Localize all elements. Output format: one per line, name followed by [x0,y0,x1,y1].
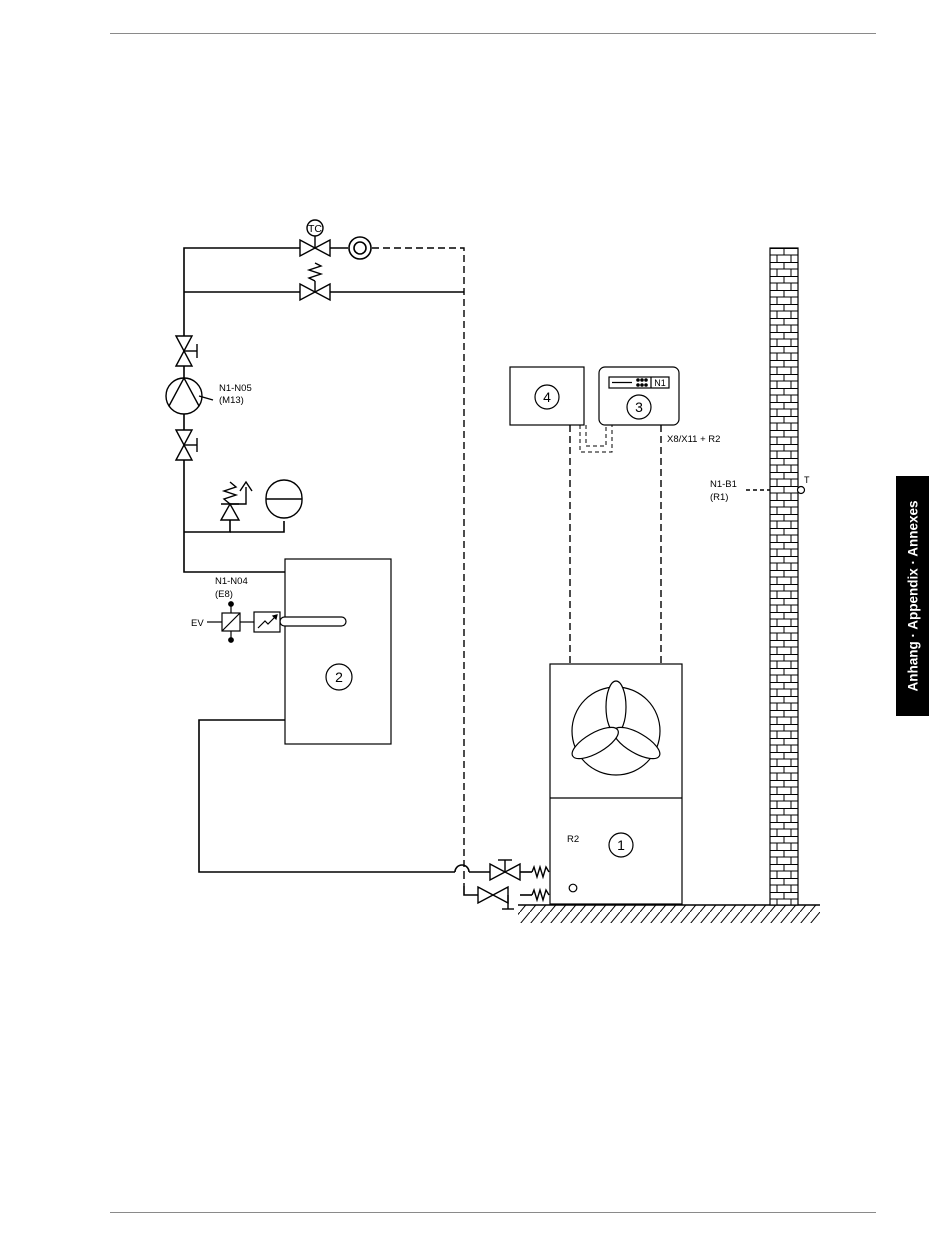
overflow-valve [300,263,330,300]
ev-label: EV [191,618,204,629]
tc-label: TC [308,223,322,235]
pump-sub: (M13) [219,395,244,406]
circulation-pump [166,378,213,414]
controller-display-label: N1 [654,378,666,388]
buffer-tank [280,559,391,744]
tank-number: 2 [335,669,343,685]
pump-valves [478,860,549,909]
cable-label: X8/X11 + R2 [667,434,720,445]
outdoor-sensor [798,487,805,494]
heater-sub: (E8) [215,589,233,600]
heater-relay [207,602,280,643]
sensor-id: N1-B1 [710,479,737,490]
shutoff-valve-upper [176,336,197,366]
flow-switch [349,237,371,259]
heater-id: N1-N04 [215,576,248,587]
brick-wall [770,248,798,905]
sensor-sub: (R1) [710,492,728,503]
safety-valve [221,482,252,520]
cables [580,425,612,452]
heat-pump-number: 1 [617,837,625,853]
controller-number: 3 [635,399,643,415]
r2-label: R2 [567,834,579,845]
heat-pump [550,664,682,904]
box-4-number: 4 [543,389,551,405]
ground [518,905,820,923]
shutoff-valve-lower [176,430,197,460]
sensor-t-label: T [804,475,810,485]
pump-id: N1-N05 [219,383,252,394]
controller [599,367,679,425]
expansion-vessel [266,480,302,518]
